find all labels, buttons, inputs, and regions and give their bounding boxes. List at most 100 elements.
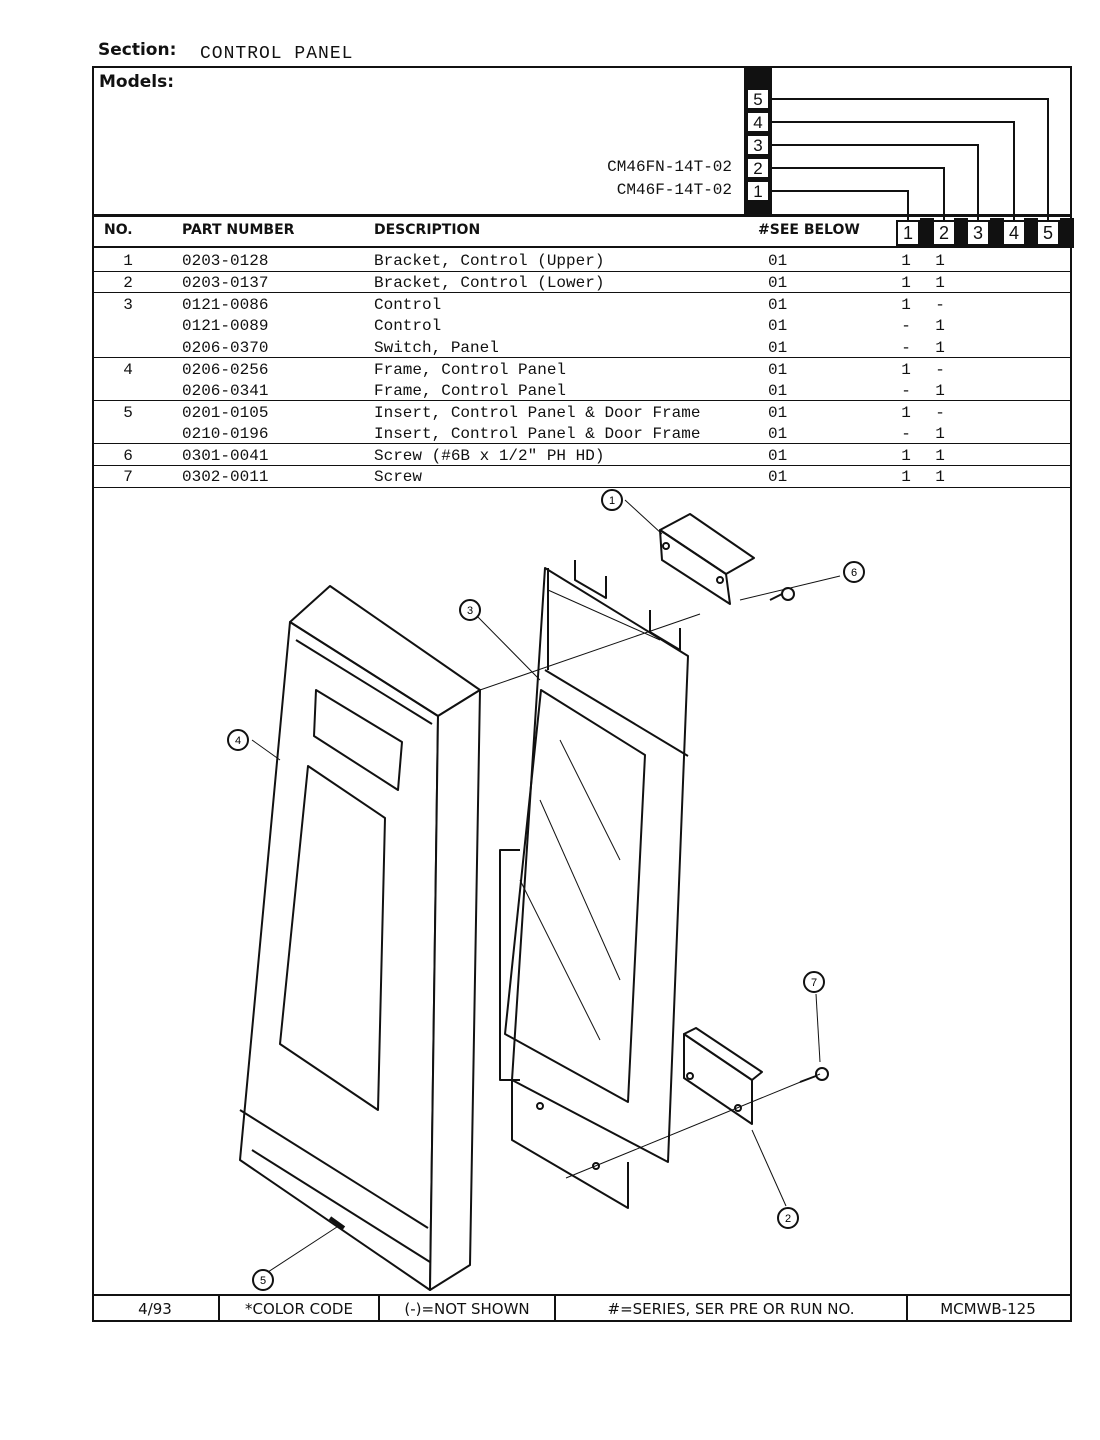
- svg-text:5: 5: [260, 1275, 266, 1287]
- model-box-2: 2: [746, 157, 770, 179]
- row-see-below: 01: [768, 274, 788, 292]
- row-no: 5: [123, 404, 133, 422]
- model-name-2: CM46FN-14T-02: [607, 158, 732, 176]
- row-description: Insert, Control Panel & Door Frame: [374, 404, 701, 422]
- footer-not-shown: (-)=NOT SHOWN: [404, 1300, 530, 1318]
- row-see-below: 01: [768, 317, 788, 335]
- row-model-2: -: [935, 296, 945, 314]
- row-description: Switch, Panel: [374, 339, 499, 357]
- row-part-number: 0210-0196: [182, 425, 269, 443]
- footer-divider: [906, 1296, 908, 1322]
- row-part-number: 0206-0341: [182, 382, 269, 400]
- row-model-1: 1: [901, 447, 911, 465]
- row-rule: [92, 292, 1072, 293]
- header-see-below: #SEE BELOW: [758, 222, 860, 238]
- header-no: NO.: [104, 222, 133, 238]
- callout-5: 5: [252, 1269, 274, 1291]
- callout-4: 4: [227, 729, 249, 751]
- leader-lines: [251, 499, 841, 1273]
- row-see-below: 01: [768, 382, 788, 400]
- row-model-2: 1: [935, 274, 945, 292]
- footer-divider: [218, 1296, 220, 1322]
- footer-color-code: *COLOR CODE: [245, 1300, 353, 1318]
- row-part-number: 0302-0011: [182, 468, 269, 486]
- table-row: 7 0302-0011 Screw 01 1 1: [92, 466, 1072, 488]
- row-model-1: 1: [901, 296, 911, 314]
- svg-text:7: 7: [811, 977, 817, 989]
- row-model-2: 1: [935, 468, 945, 486]
- col-sep-4: [1024, 218, 1038, 248]
- row-model-2: 1: [935, 425, 945, 443]
- lower-bracket: [683, 1027, 763, 1125]
- table-row: 4 0206-0256 Frame, Control Panel 01 1 -: [92, 359, 1072, 381]
- model-box-1: 1: [746, 180, 770, 202]
- model-name-1: CM46F-14T-02: [616, 181, 732, 199]
- table-row: 2 0203-0137 Bracket, Control (Lower) 01 …: [92, 272, 1072, 294]
- screw-7: [799, 1067, 829, 1083]
- model-box-4: 4: [746, 111, 770, 133]
- callout-6: 6: [843, 561, 865, 583]
- row-model-2: 1: [935, 317, 945, 335]
- row-part-number: 0301-0041: [182, 447, 269, 465]
- model-col-5: 5: [1036, 220, 1060, 246]
- row-description: Screw: [374, 468, 423, 486]
- row-rule: [92, 400, 1072, 401]
- table-row: 3 0121-0086 Control 01 1 -: [92, 294, 1072, 316]
- footer-series-note: #=SERIES, SER PRE OR RUN NO.: [607, 1300, 855, 1318]
- row-see-below: 01: [768, 404, 788, 422]
- row-description: Screw (#6B x 1/2" PH HD): [374, 447, 605, 465]
- row-no: 4: [123, 361, 133, 379]
- row-rule: [92, 271, 1072, 272]
- footer-doc-number: MCMWB-125: [940, 1300, 1036, 1318]
- row-rule: [92, 357, 1072, 358]
- row-model-1: -: [901, 382, 911, 400]
- header-part-number: PART NUMBER: [182, 222, 295, 238]
- row-description: Control: [374, 317, 442, 335]
- row-description: Control: [374, 296, 442, 314]
- row-description: Bracket, Control (Upper): [374, 252, 605, 270]
- callout-2: 2: [777, 1207, 799, 1229]
- row-description: Insert, Control Panel & Door Frame: [374, 425, 701, 443]
- model-col-1: 1: [896, 220, 920, 246]
- table-row: 0206-0341 Frame, Control Panel 01 - 1: [92, 380, 1072, 402]
- row-model-1: -: [901, 425, 911, 443]
- svg-text:1: 1: [609, 495, 615, 507]
- table-row: 0206-0370 Switch, Panel 01 - 1: [92, 337, 1072, 359]
- footer-divider: [554, 1296, 556, 1322]
- header-bottom-rule: [92, 246, 1072, 248]
- model-col-3: 3: [966, 220, 990, 246]
- page-frame: [92, 66, 1072, 1322]
- row-part-number: 0201-0105: [182, 404, 269, 422]
- row-part-number: 0206-0256: [182, 361, 269, 379]
- row-no: 6: [123, 447, 133, 465]
- table-row: 0121-0089 Control 01 - 1: [92, 315, 1072, 337]
- col-sep-5: [1060, 218, 1074, 248]
- callout-1: 1: [601, 489, 623, 511]
- row-model-2: -: [935, 404, 945, 422]
- col-sep-2: [954, 218, 968, 248]
- row-description: Frame, Control Panel: [374, 382, 567, 400]
- svg-text:4: 4: [235, 735, 241, 747]
- row-see-below: 01: [768, 252, 788, 270]
- col-sep-1: [920, 218, 934, 248]
- row-model-2: 1: [935, 339, 945, 357]
- header-top-rule: [92, 214, 1072, 217]
- table-row: 0210-0196 Insert, Control Panel & Door F…: [92, 423, 1072, 445]
- row-description: Bracket, Control (Lower): [374, 274, 605, 292]
- row-part-number: 0203-0128: [182, 252, 269, 270]
- row-no: 1: [123, 252, 133, 270]
- row-see-below: 01: [768, 468, 788, 486]
- row-model-2: 1: [935, 382, 945, 400]
- footer-bar: 4/93 *COLOR CODE (-)=NOT SHOWN #=SERIES,…: [92, 1294, 1072, 1322]
- row-part-number: 0121-0089: [182, 317, 269, 335]
- table-row: 1 0203-0128 Bracket, Control (Upper) 01 …: [92, 250, 1072, 272]
- row-part-number: 0206-0370: [182, 339, 269, 357]
- row-see-below: 01: [768, 361, 788, 379]
- svg-text:2: 2: [785, 1213, 791, 1225]
- model-box-3: 3: [746, 134, 770, 156]
- row-description: Frame, Control Panel: [374, 361, 567, 379]
- section-title: CONTROL PANEL: [200, 44, 354, 64]
- models-label: Models:: [99, 72, 175, 92]
- row-see-below: 01: [768, 425, 788, 443]
- table-row: 5 0201-0105 Insert, Control Panel & Door…: [92, 402, 1072, 424]
